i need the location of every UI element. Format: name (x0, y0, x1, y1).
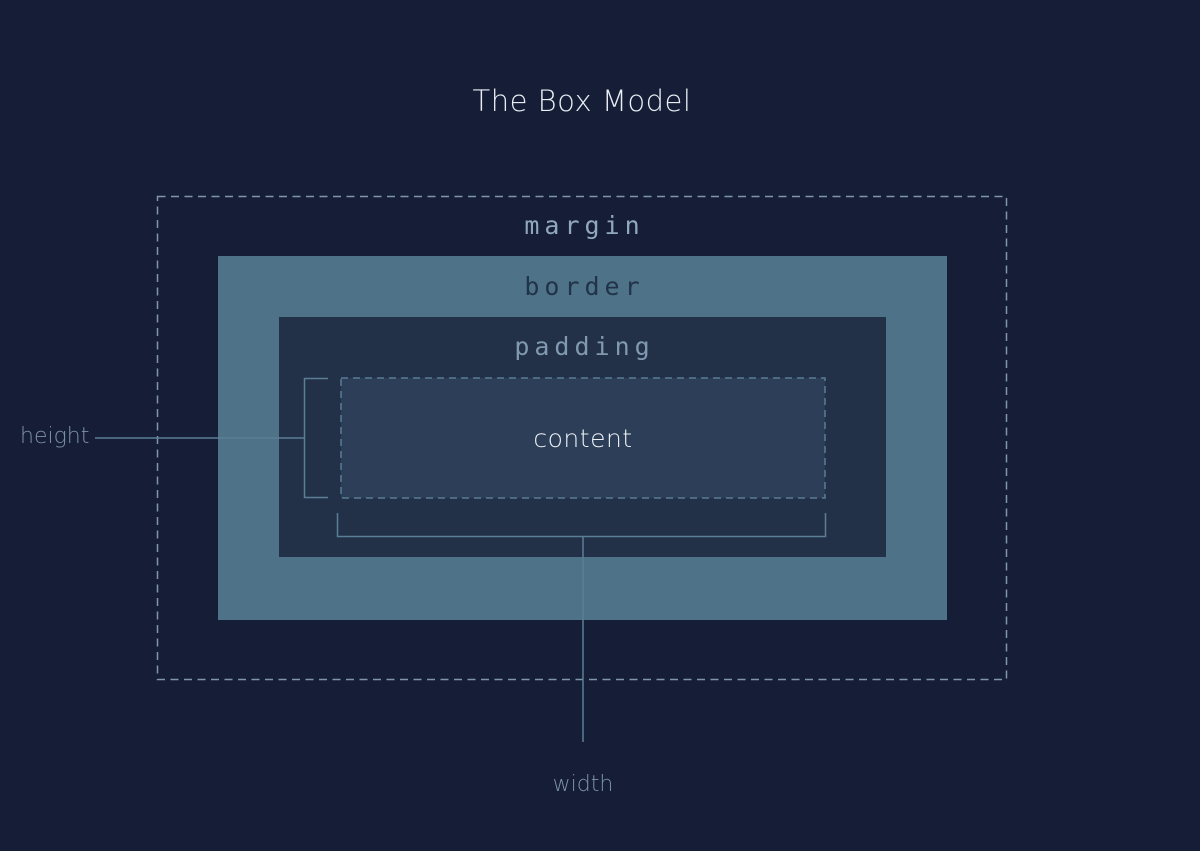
content-label: content (533, 423, 633, 453)
content-layer-box: content (341, 378, 825, 498)
page-title: The Box Model (472, 84, 692, 118)
height-label: height (20, 424, 90, 449)
padding-label: padding (514, 332, 655, 361)
width-label: width (552, 772, 614, 797)
border-label: border (524, 272, 645, 301)
margin-label: margin (524, 211, 645, 240)
